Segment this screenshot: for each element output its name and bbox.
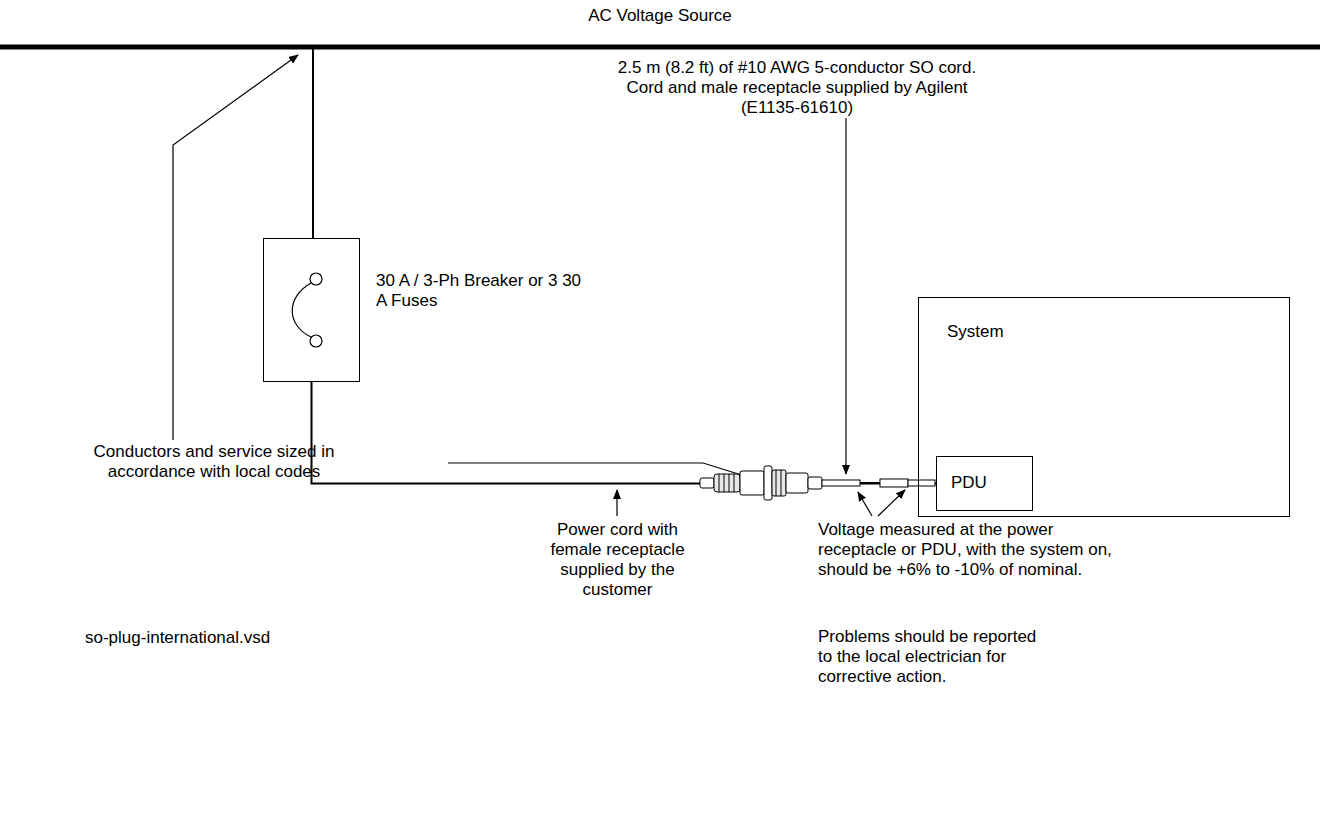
node-label: 30 A / 3-Ph Breaker or 3 30 A Fuses [376,271,586,311]
file-name: so-plug-international.vsd [85,628,345,648]
breaker-box: 30 A / 3-Ph Breaker or 3 30 A Fuses [263,238,360,382]
leader-line [173,55,298,440]
system-box: SystemPDU [918,297,1290,517]
leader-line [878,490,905,516]
power-cord-note: Power cord with female receptacle suppli… [530,520,705,600]
voltage-note: Voltage measured at the power receptacle… [818,520,1136,580]
cord-note: 2.5 m (8.2 ft) of #10 AWG 5-conductor SO… [612,58,982,118]
leader-line [616,490,617,516]
node-label: System [947,322,1004,342]
leader-line [858,492,872,516]
pdu-box: PDU [936,456,1033,511]
ac-bus [0,45,1320,50]
problem-note: Problems should be reported to the local… [818,627,1050,687]
leader-line [845,118,846,474]
male-plug [786,473,935,493]
female-receptacle [700,466,786,500]
power-wire [312,382,937,484]
breaker-symbol [264,239,358,380]
conductor-note: Conductors and service sized in accordan… [80,442,348,482]
leader-line [448,463,748,477]
bus-label: AC Voltage Source [570,6,750,26]
node-label: PDU [951,473,987,493]
feed-wire [312,47,314,238]
